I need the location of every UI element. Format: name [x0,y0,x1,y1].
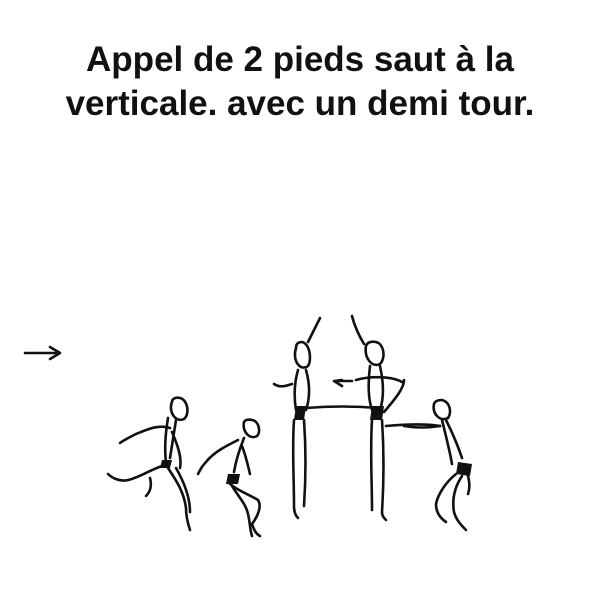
figure-crouching [196,418,262,538]
caption-line-1: Appel de 2 pieds saut à la [86,40,514,79]
figure-half-turn [350,314,442,522]
figure-running [106,396,192,532]
figure-landing [402,398,472,532]
rotation-arrow-icon [332,375,404,388]
caption-line-2: verticale. avec un demi tour. [65,84,535,123]
figure-jump-up [272,316,380,520]
arrow-right-icon [23,345,62,361]
caption-title: Appel de 2 pieds saut à la verticale. av… [0,38,600,126]
